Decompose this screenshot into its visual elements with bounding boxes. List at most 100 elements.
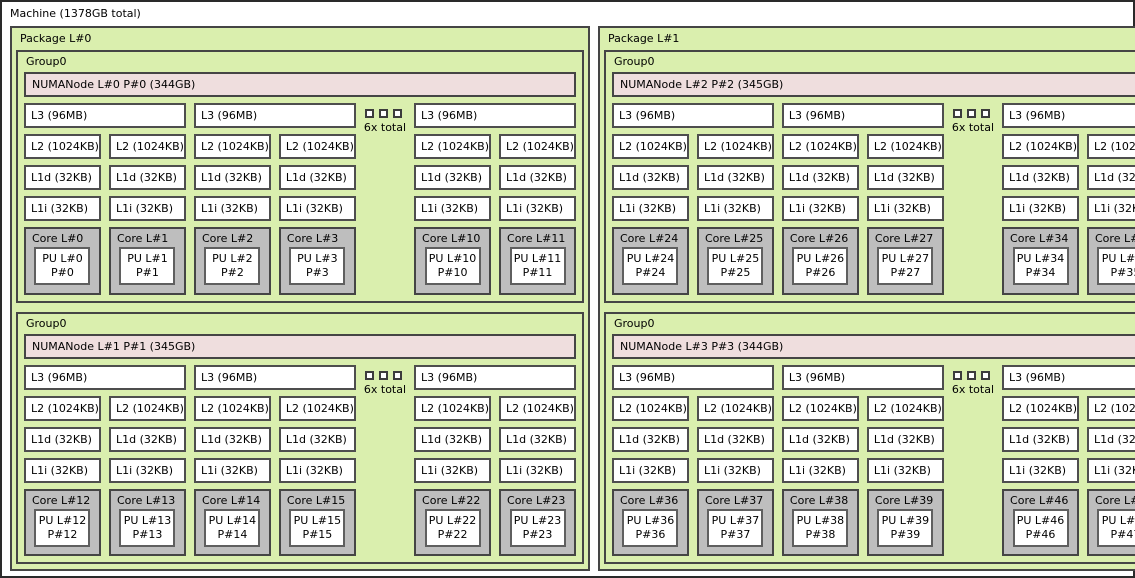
l3-cluster: L3 (96MB)L2 (1024KB)L1d (32KB)L1i (32KB)… — [24, 364, 186, 556]
clusters-row: L3 (96MB)L2 (1024KB)L1d (32KB)L1i (32KB)… — [611, 364, 1135, 556]
l1i-cache-box: L1i (32KB) — [278, 457, 356, 483]
clusters-row: L3 (96MB) L2 (1024KB)L1d (32KB)L1i (32KB)… — [24, 103, 576, 295]
pu-label-line1: PU L#34 — [1016, 252, 1065, 265]
collapsed-squares — [364, 370, 406, 380]
l1i-cache-box: L1i (32KB) — [611, 196, 689, 221]
collapsed-square-icon — [966, 370, 976, 380]
l3-cache-box: L3 (96MB) — [611, 364, 774, 390]
l3-cluster: L3 (96MB) L2 (1024KB)L1d (32KB)L1i (32KB)… — [414, 364, 576, 556]
pu-label-line2: P#35 — [1110, 266, 1135, 279]
pu-label-line1: PU L#1 — [127, 252, 168, 265]
l1i-cache-box: L1i (32KB) — [108, 457, 186, 483]
l1i-cache-box: L1i (32KB) — [499, 457, 576, 483]
core-column: L2 (1024KB)L1d (32KB)L1i (32KB)Core L#10… — [414, 134, 492, 295]
pu-label-line2: P#11 — [522, 266, 553, 279]
core-label: Core L#2 — [201, 232, 254, 245]
core-label: Core L#1 — [116, 232, 169, 245]
pu-label-line1: PU L#39 — [881, 513, 930, 527]
l1i-cache-box: L1i (32KB) — [1002, 196, 1079, 221]
l3-cache-box: L3 (96MB) — [24, 103, 186, 128]
numanode-box: NUMANode L#0 P#0 (344GB) — [24, 72, 576, 97]
core-columns: L2 (1024KB)L1d (32KB)L1i (32KB)Core L#36… — [611, 395, 774, 556]
core-label: Core L#46 — [1010, 493, 1069, 507]
l1d-cache-box: L1d (32KB) — [1087, 165, 1135, 190]
l1i-cache-box: L1i (32KB) — [414, 196, 492, 221]
core-column: L2 (1024KB)L1d (32KB)L1i (32KB)Core L#39… — [866, 395, 944, 556]
l1i-cache-box: L1i (32KB) — [1087, 457, 1135, 483]
core-column: L2 (1024KB)L1d (32KB)L1i (32KB)Core L#13… — [108, 395, 186, 556]
l3-cache-box: L3 (96MB) — [414, 364, 576, 390]
l1i-cache-box: L1i (32KB) — [499, 196, 576, 221]
collapsed-count-label: 6x total — [951, 382, 995, 396]
l3-cluster: L3 (96MB)L2 (1024KB)L1d (32KB)L1i (32KB)… — [611, 364, 774, 556]
collapsed-square-icon — [392, 109, 402, 118]
collapsed-square-icon — [952, 109, 962, 118]
l1d-cache-box: L1d (32KB) — [1002, 426, 1079, 452]
core-column: L2 (1024KB)L1d (32KB)L1i (32KB)Core L#23… — [499, 395, 576, 556]
pu-label-line1: PU L#25 — [711, 252, 760, 265]
l2-cache-box: L2 (1024KB) — [611, 134, 689, 159]
pu-label-line1: PU L#11 — [513, 252, 562, 265]
l1d-cache-box: L1d (32KB) — [611, 426, 689, 452]
l3-cache-box: L3 (96MB) — [414, 103, 576, 128]
l1d-cache-box: L1d (32KB) — [108, 426, 186, 452]
pu-label-line2: P#23 — [522, 527, 553, 541]
l3-cache-box: L3 (96MB) — [1002, 103, 1135, 128]
l3-cluster: L3 (96MB)L2 (1024KB)L1d (32KB)L1i (32KB)… — [611, 103, 774, 295]
pu-label-line1: PU L#3 — [297, 252, 338, 265]
collapsed-square-icon — [392, 370, 402, 380]
l1d-cache-box: L1d (32KB) — [278, 426, 356, 452]
l1d-cache-box: L1d (32KB) — [24, 426, 101, 452]
l1i-cache-box: L1i (32KB) — [414, 457, 492, 483]
numanode-box: NUMANode L#2 P#2 (345GB) — [611, 72, 1135, 97]
collapsed-indicator: 6x total — [364, 365, 406, 557]
pu-box: PU L#35P#35 — [1097, 247, 1135, 285]
l1i-cache-box: L1i (32KB) — [193, 196, 271, 221]
l1d-cache-box: L1d (32KB) — [1002, 165, 1079, 190]
l1d-cache-box: L1d (32KB) — [499, 426, 576, 452]
package-label: Package L#0 — [20, 32, 92, 45]
collapsed-square-icon — [364, 109, 374, 118]
l1i-cache-box: L1i (32KB) — [24, 457, 101, 483]
pu-label-line1: PU L#10 — [428, 252, 477, 265]
l2-cache-box: L2 (1024KB) — [781, 395, 859, 421]
l1d-cache-box: L1d (32KB) — [278, 165, 356, 190]
collapsed-squares — [364, 109, 406, 118]
pu-label-line2: P#13 — [132, 527, 163, 541]
pu-label-line1: PU L#24 — [626, 252, 675, 265]
l1i-cache-box: L1i (32KB) — [696, 457, 774, 483]
pu-label-line1: PU L#22 — [428, 513, 477, 527]
pu-label-line2: P#36 — [635, 527, 666, 541]
collapsed-square-icon — [378, 109, 388, 118]
l2-cache-box: L2 (1024KB) — [193, 395, 271, 421]
core-columns: L2 (1024KB)L1d (32KB)L1i (32KB)Core L#10… — [414, 134, 576, 295]
l3-cluster: L3 (96MB)L2 (1024KB)L1d (32KB)L1i (32KB)… — [1002, 103, 1135, 295]
core-column: L2 (1024KB)L1d (32KB)L1i (32KB)Core L#22… — [414, 395, 492, 556]
core-label: Core L#23 — [507, 493, 566, 507]
core-label: Core L#3 — [286, 232, 339, 245]
pu-label-line1: PU L#23 — [513, 513, 562, 527]
core-columns: L2 (1024KB)L1d (32KB)L1i (32KB)Core L#14… — [193, 395, 356, 556]
collapsed-indicator: 6x total — [952, 103, 994, 295]
